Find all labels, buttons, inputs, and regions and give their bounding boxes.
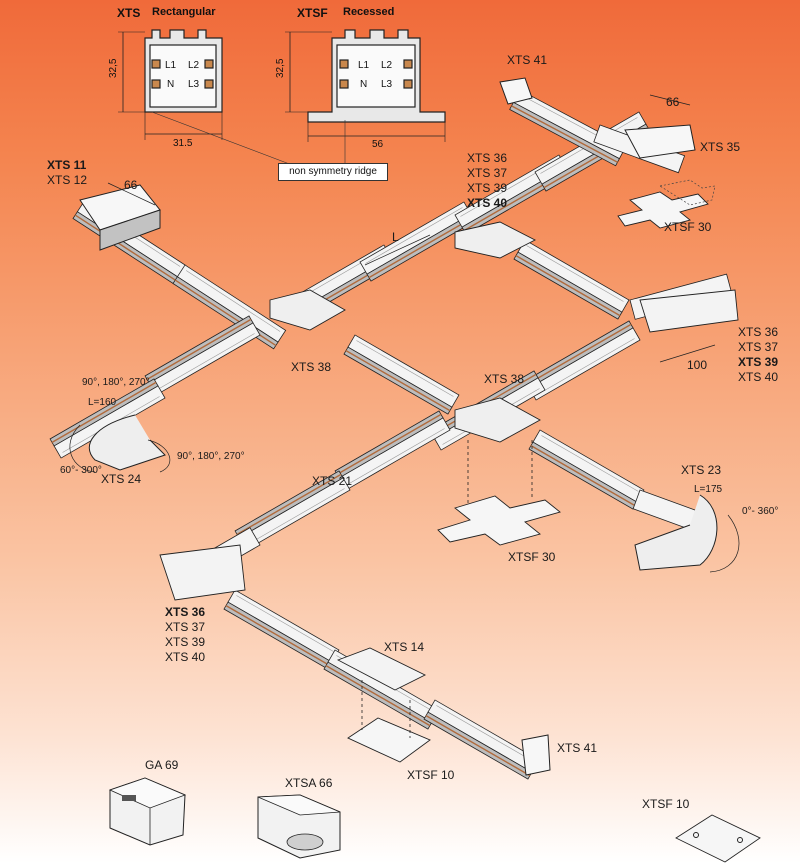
label-xts23: XTS 23 xyxy=(681,463,722,477)
arc-60-300 xyxy=(69,424,96,473)
label-xts38-center: XTS 38 xyxy=(484,372,525,386)
label-xts38-left: XTS 38 xyxy=(291,360,332,374)
label-group-top: XTS 36 XTS 37 XTS 39 XTS 40 xyxy=(467,151,507,211)
label-dim66-left: 66 xyxy=(124,178,138,192)
group-right-4: XTS 40 xyxy=(738,370,779,384)
group-right-1: XTS 36 xyxy=(738,325,779,339)
xtsa66-adapter xyxy=(257,794,341,859)
label-xts35: XTS 35 xyxy=(700,140,741,154)
label-xts24: XTS 24 xyxy=(101,472,142,486)
xtsf-cond-n: N xyxy=(360,79,368,90)
xts-height-dim: 32,5 xyxy=(108,58,119,78)
label-xtsf30-mid: XTSF 30 xyxy=(508,550,556,564)
group-bottom-4: XTS 40 xyxy=(165,650,206,664)
xtsf-cond-l2: L2 xyxy=(381,60,393,71)
group-top-3: XTS 39 xyxy=(467,181,508,195)
label-xts41-top: XTS 41 xyxy=(507,53,548,67)
xts-cond-l2: L2 xyxy=(188,60,200,71)
group-bottom-1: XTS 36 xyxy=(165,605,206,619)
ga69-adapter xyxy=(108,777,187,846)
label-xts21: XTS 21 xyxy=(312,474,353,488)
xtsf-height-dim: 32,5 xyxy=(275,58,286,78)
dim-66-left-line xyxy=(107,182,156,206)
callout-leader-left xyxy=(151,111,301,169)
xtsf30-plate-mid xyxy=(437,440,561,546)
group-bottom-3: XTS 39 xyxy=(165,635,206,649)
label-ga69: GA 69 xyxy=(145,758,179,772)
xtsf-code: XTSF xyxy=(297,6,328,20)
xts-code: XTS xyxy=(117,6,141,20)
arc-90-270-b xyxy=(147,439,171,473)
group-bottom-2: XTS 37 xyxy=(165,620,206,634)
label-xtsf10-bottom: XTSF 10 xyxy=(642,797,690,811)
group-right-2: XTS 37 xyxy=(738,340,779,354)
label-dim-L: L xyxy=(392,230,399,244)
xtsf-width-dim: 56 xyxy=(372,139,384,150)
xtsf30-plate-top xyxy=(617,179,716,229)
label-dim66-top: 66 xyxy=(666,95,680,109)
xtsf-profile-section xyxy=(285,29,446,142)
label-xts41-bottom: XTS 41 xyxy=(557,741,598,755)
dim-100-line xyxy=(659,344,716,363)
label-angles-a: 90°, 180°, 270° xyxy=(82,377,150,388)
xtsf-cond-l3: L3 xyxy=(381,79,393,90)
label-xts12: XTS 12 xyxy=(47,173,88,187)
track-network xyxy=(49,77,739,780)
label-len160: L=160 xyxy=(88,397,117,408)
label-xts14: XTS 14 xyxy=(384,640,425,654)
label-xtsf30-top: XTSF 30 xyxy=(664,220,712,234)
label-xtsf10-mid: XTSF 10 xyxy=(407,768,455,782)
label-angles-b: 90°, 180°, 270° xyxy=(177,451,245,462)
arc-0-360 xyxy=(709,514,740,573)
group-top-2: XTS 37 xyxy=(467,166,508,180)
label-group-bottom: XTS 36 XTS 37 XTS 39 XTS 40 xyxy=(165,605,205,665)
label-len175: L=175 xyxy=(694,484,723,495)
group-top-1: XTS 36 xyxy=(467,151,508,165)
xts-width-dim: 31.5 xyxy=(173,138,193,149)
xts-cond-l1: L1 xyxy=(165,60,177,71)
xts-cond-n: N xyxy=(167,79,175,90)
label-dim100: 100 xyxy=(687,358,708,372)
non-symmetry-ridge-callout: non symmetry ridge xyxy=(278,163,388,181)
label-xts11: XTS 11 xyxy=(47,158,87,172)
group-top-4: XTS 40 xyxy=(467,196,508,210)
label-angle-0: 0°- 360° xyxy=(742,506,779,517)
xts-cond-l3: L3 xyxy=(188,79,200,90)
dim-66-top-line xyxy=(649,94,691,106)
xtsf-cond-l1: L1 xyxy=(358,60,370,71)
label-group-right: XTS 36 XTS 37 XTS 39 XTS 40 xyxy=(738,325,778,385)
xts-name: Rectangular xyxy=(152,6,216,18)
xts-profile-section xyxy=(118,29,223,140)
label-xtsa66: XTSA 66 xyxy=(285,776,333,790)
xtsf10-plate-bottom xyxy=(675,814,761,863)
label-angle-60: 60°- 300° xyxy=(60,465,102,476)
xtsf10-plate-mid xyxy=(347,680,431,763)
xtsf-name: Recessed xyxy=(343,6,395,18)
group-right-3: XTS 39 xyxy=(738,355,779,369)
dim-L-line xyxy=(364,234,431,266)
